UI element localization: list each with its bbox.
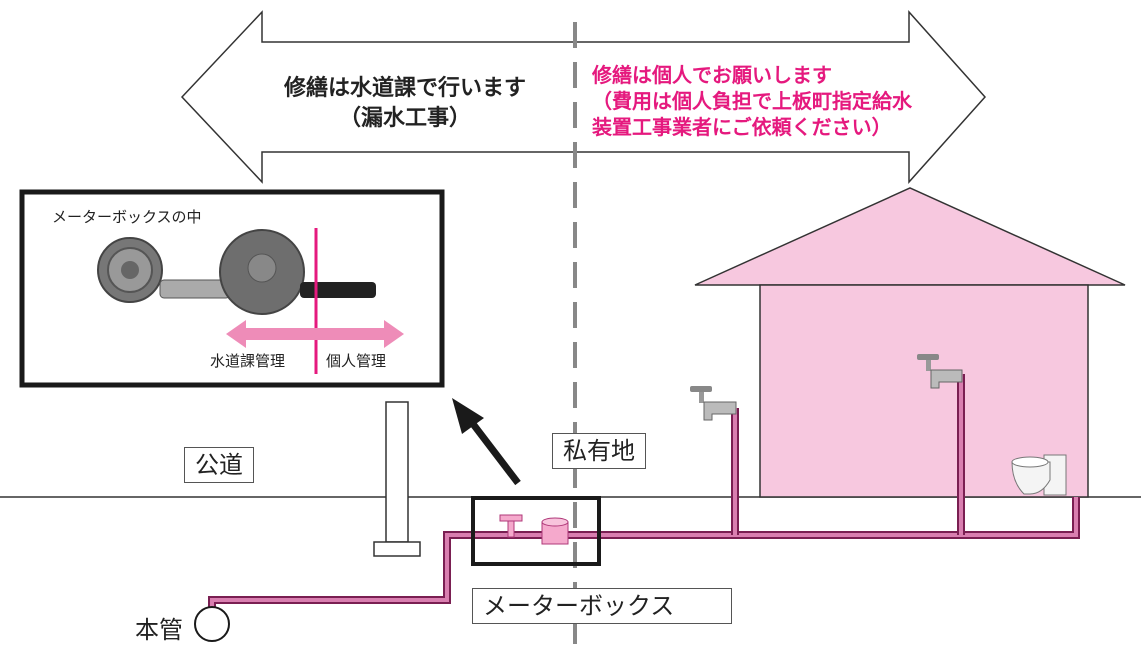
zoom-arrow-shaft [467, 417, 521, 486]
main-pipe [194, 606, 230, 642]
meter-post-base [373, 541, 421, 557]
personal-managed-label: 個人管理 [326, 352, 387, 370]
responsibility-double-arrow [180, 10, 987, 184]
indoor-faucet [917, 354, 963, 389]
stop-valve [499, 514, 523, 538]
toilet [1011, 454, 1067, 496]
main-pipe-label: 本管 [135, 616, 183, 644]
public-side-line2: （漏水工事） [338, 106, 471, 131]
private-side-line2: （費用は個人負担で上板町指定給水 [592, 89, 912, 113]
public-side-message: 修繕は水道課で行います （漏水工事） [245, 74, 565, 134]
water-meter [541, 517, 569, 545]
private-side-line3: 装置工事業者にご依頼ください） [592, 115, 892, 139]
meter-post [385, 401, 409, 543]
public-side-line1: 修繕は水道課で行います [283, 76, 526, 101]
house-roof [694, 187, 1126, 286]
private-side-line1: 修繕は個人でお願いします [592, 63, 832, 87]
water-pipe [208, 374, 1080, 607]
public-road-label: 公道 [184, 447, 254, 483]
water-dept-managed-label: 水道課管理 [210, 352, 286, 370]
meter-box-label: メーターボックス [472, 588, 732, 624]
private-side-message: 修繕は個人でお願いします （費用は個人負担で上板町指定給水 装置工事業者にご依頼… [592, 62, 912, 140]
meter-valve-photo [97, 229, 376, 315]
meter-box [471, 496, 601, 566]
zoom-arrow-head [452, 398, 484, 434]
management-double-arrow [226, 320, 404, 348]
outdoor-faucet [690, 386, 737, 421]
private-land-label: 私有地 [552, 433, 646, 469]
inset-title: メーターボックスの中 [52, 208, 202, 226]
